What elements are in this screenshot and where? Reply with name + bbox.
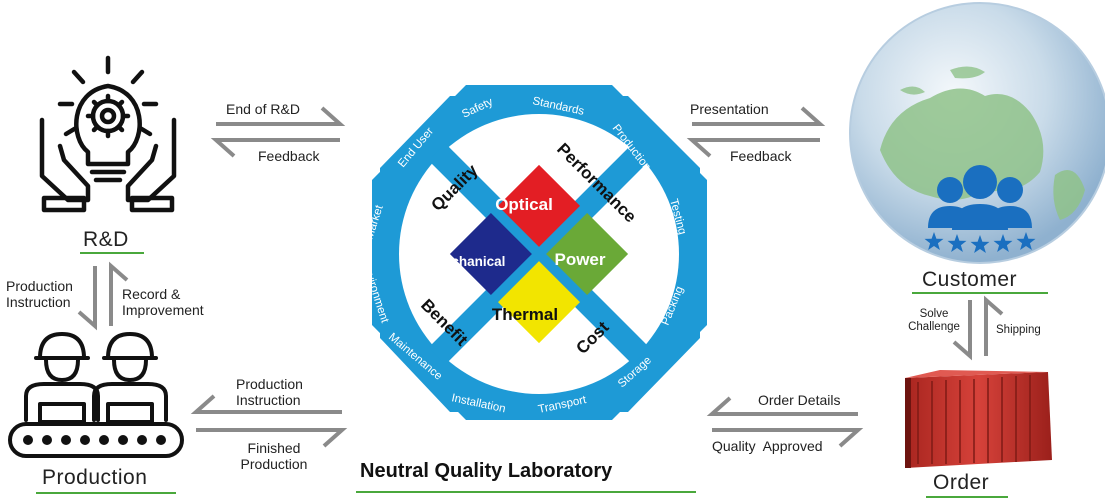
arrow-production-to-rd [109,261,129,326]
thermal-quadrant [497,261,581,344]
center-labels: Optical Power Mechanical Thermal [433,195,606,324]
flow-production-instruction-bottom: Production Instruction [236,376,303,408]
lightbulb-gear-hands-icon [39,55,177,213]
flow-feedback-rd: Feedback [258,148,320,164]
arrow-customer-to-lab [686,138,820,158]
flow-shipping: Shipping [996,324,1041,336]
arrow-rd-to-lab [216,106,346,126]
flow-record-line2: Improvement [122,302,204,318]
arrow-order-to-lab [706,396,858,416]
center-optical: Optical [495,195,553,214]
arrow-lab-to-order [712,428,864,448]
node-rd-title: R&D [83,228,129,251]
arrow-lab-to-rd [210,138,340,158]
node-customer-title: Customer [922,268,1018,291]
optical-quadrant [497,164,581,247]
flow-production-instruction-left: Production Instruction [6,278,73,310]
flow-lab-production-line2: Instruction [236,392,301,408]
flow-end-of-rd: End of R&D [226,101,300,117]
quality-octagon [372,85,707,420]
flow-rd-production-line1: Production [6,278,73,294]
arrow-production-to-lab [196,428,348,448]
arrow-lab-to-customer [692,106,826,126]
flow-finished-line1: Finished [247,440,301,456]
node-production-underline [36,492,176,494]
arrow-order-to-customer [984,295,1004,356]
flow-order-details: Order Details [758,392,841,408]
arrow-rd-to-production [77,266,97,331]
workers-conveyor-icon [8,332,184,458]
flow-solve-line1: Solve [919,308,949,320]
lab-title-underline [356,491,696,493]
shipping-container-icon [905,370,1052,468]
flow-lab-production-line1: Production [236,376,303,392]
flow-rd-production-line2: Instruction [6,294,71,310]
flow-solve-challenge: Solve Challenge [904,308,964,334]
lab-title: Neutral Quality Laboratory [360,460,613,482]
flow-finished-production: Finished Production [236,440,312,472]
flow-arrows [77,106,1004,448]
node-order-title: Order [933,471,990,494]
arrow-customer-to-order [952,300,972,361]
node-rd-underline [80,252,144,254]
globe-customers-icon [849,2,1105,264]
arrow-lab-to-production [190,394,342,414]
flow-solve-line2: Challenge [908,321,960,333]
flow-finished-line2: Production [240,456,308,472]
flow-record-line1: Record & [122,286,181,302]
flow-presentation: Presentation [690,101,769,117]
node-customer-underline [912,292,1048,294]
center-thermal: Thermal [492,305,558,324]
node-order-underline [926,496,1008,498]
node-production-title: Production [42,466,148,489]
center-power: Power [554,250,605,269]
mechanical-quadrant [449,212,532,296]
flow-quality-approved: Quality Approved [712,438,823,454]
flow-feedback-customer: Feedback [730,148,792,164]
flow-record-improvement: Record & Improvement [122,286,204,318]
center-mechanical: Mechanical [433,254,506,269]
